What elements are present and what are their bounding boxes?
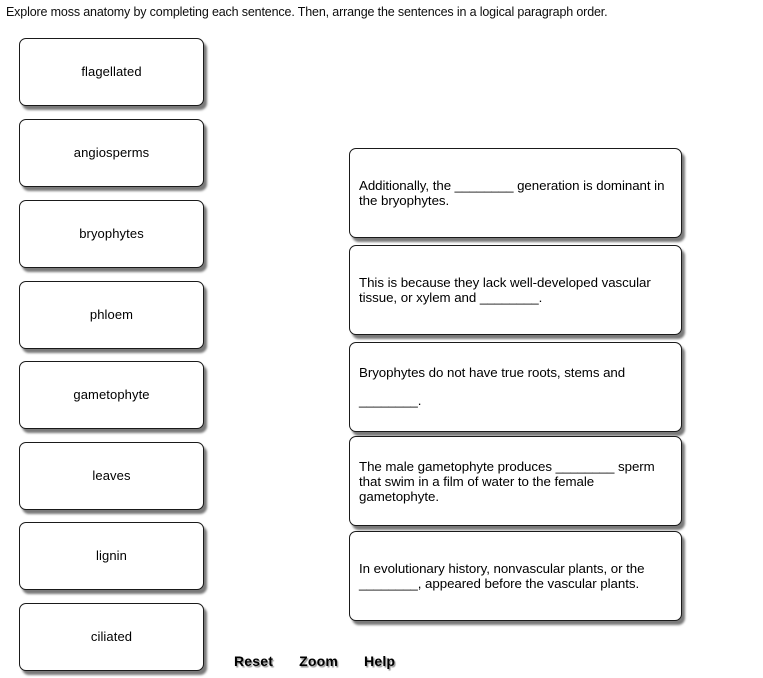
word-tile[interactable]: gametophyte — [19, 361, 204, 429]
word-tile[interactable]: angiosperms — [19, 119, 204, 187]
sentence-card-text: The male gametophyte produces ________ s… — [359, 458, 655, 504]
reset-button[interactable]: Reset — [234, 653, 274, 669]
word-tile[interactable]: bryophytes — [19, 200, 204, 268]
word-tile[interactable]: phloem — [19, 281, 204, 349]
help-button[interactable]: Help — [364, 653, 396, 669]
sentence-card-text: This is because they lack well-developed… — [359, 275, 651, 305]
sentence-card[interactable]: The male gametophyte produces ________ s… — [349, 436, 682, 526]
word-tile[interactable]: lignin — [19, 522, 204, 590]
word-bank: flagellated angiosperms bryophytes phloe… — [0, 0, 230, 678]
sentence-card[interactable]: Bryophytes do not have true roots, stems… — [349, 342, 682, 432]
instruction-text: Explore moss anatomy by completing each … — [6, 5, 608, 19]
word-tile-label: phloem — [89, 307, 134, 322]
word-tile-label: bryophytes — [79, 226, 144, 241]
word-tile[interactable]: flagellated — [19, 38, 204, 106]
zoom-button[interactable]: Zoom — [299, 653, 339, 669]
sentence-card[interactable]: This is because they lack well-developed… — [349, 245, 682, 335]
sentence-card-text: In evolutionary history, nonvascular pla… — [359, 561, 645, 591]
word-tile-label: leaves — [92, 468, 131, 483]
word-tile-label: flagellated — [81, 64, 142, 79]
sentence-card[interactable]: Additionally, the ________ generation is… — [349, 148, 682, 238]
word-tile-label: lignin — [96, 548, 127, 563]
word-tile-label: gametophyte — [73, 387, 150, 402]
toolbar: Reset Zoom Help — [232, 650, 397, 672]
word-tile-label: angiosperms — [73, 145, 150, 160]
word-tile[interactable]: leaves — [19, 442, 204, 510]
word-tile[interactable]: ciliated — [19, 603, 204, 671]
sentence-card-text: Additionally, the ________ generation is… — [359, 178, 665, 208]
sentence-card-text: Bryophytes do not have true roots, stems… — [359, 365, 626, 408]
sentence-card[interactable]: In evolutionary history, nonvascular pla… — [349, 531, 682, 621]
word-tile-label: ciliated — [90, 629, 133, 644]
